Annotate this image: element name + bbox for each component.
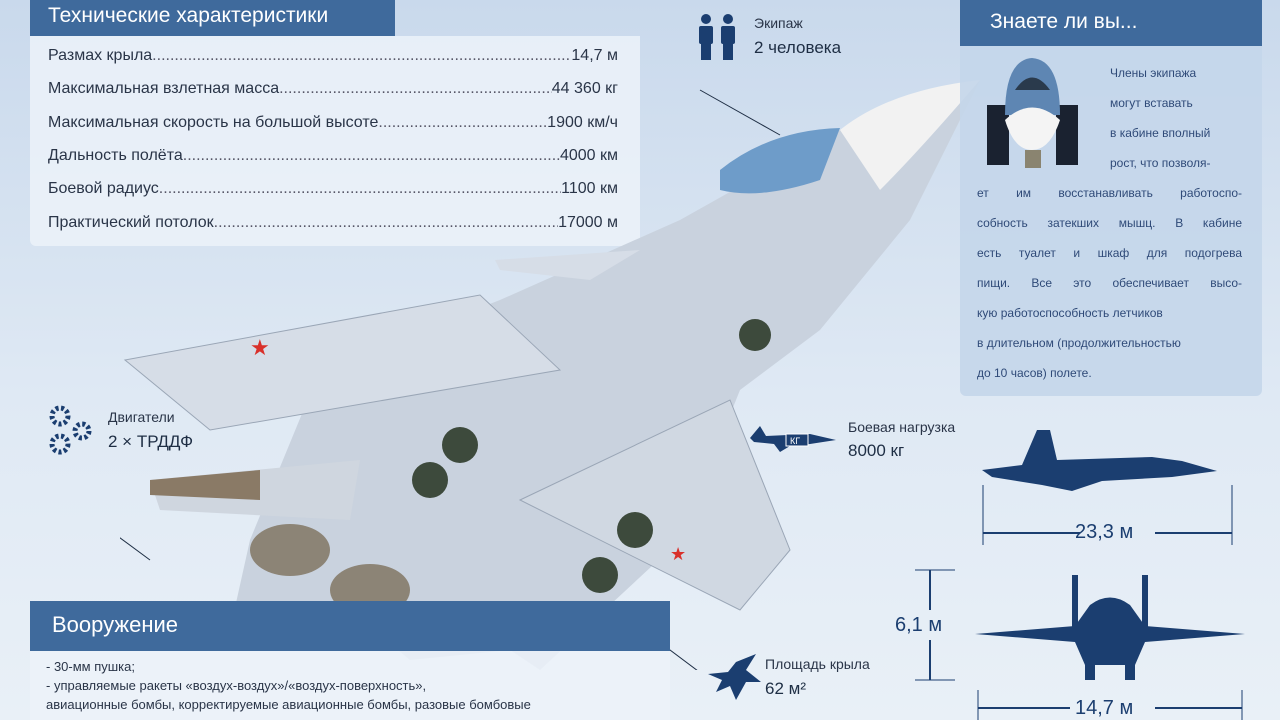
spec-row: Размах крыла 14,7 м: [48, 47, 618, 65]
spec-row: Максимальная скорость на большой высоте 1…: [48, 114, 618, 132]
spec-name: Практический потолок: [48, 214, 214, 231]
armament-line: авиационные бомбы, корректируемые авиаци…: [46, 697, 531, 712]
height-value: 6,1 м: [895, 614, 943, 636]
fact-line: собность затекших мышц. В кабине: [977, 216, 1242, 230]
spec-name: Максимальная скорость на большой высоте: [48, 114, 379, 131]
span-value: 14,7 м: [1075, 697, 1134, 719]
armament-header: Вооружение: [30, 601, 670, 651]
fact-line: ет им восстанавливать работоспо-: [977, 186, 1242, 200]
spec-row: Боевой радиус 1100 км: [48, 180, 618, 198]
fact-line: в кабине вполный: [1110, 126, 1211, 140]
specs-header: Технические характеристики: [30, 0, 395, 36]
wing-area-label: Площадь крыла: [765, 656, 870, 672]
spec-name: Размах крыла: [48, 47, 153, 64]
wing-area-value: 62 м²: [765, 679, 806, 698]
spec-value: 4000 км: [559, 147, 618, 164]
fact-line: до 10 часов) полете.: [977, 366, 1092, 380]
engines-value: 2 × ТРДДФ: [108, 432, 193, 451]
spec-value: 1900 км/ч: [547, 114, 618, 131]
fact-header: Знаете ли вы...: [960, 0, 1262, 46]
crew-value: 2 человека: [754, 38, 842, 57]
armament-panel: [30, 651, 670, 720]
payload-label: Боевая нагрузка: [848, 419, 956, 435]
svg-text:★: ★: [250, 335, 270, 360]
height-dimension-line: [915, 569, 955, 681]
spec-value: 14,7 м: [571, 47, 618, 64]
spec-name: Боевой радиус: [48, 180, 159, 197]
two-people-icon: [699, 14, 735, 60]
side-view-silhouette: [982, 430, 1217, 491]
fact-line: Члены экипажа: [1110, 66, 1197, 80]
gears-icon: [49, 405, 92, 455]
spec-row: Практический потолок 17000 м: [48, 214, 618, 232]
fact-line: могут вставать: [1110, 96, 1193, 110]
spec-name: Дальность полёта: [48, 147, 183, 164]
payload-value: 8000 кг: [848, 441, 905, 460]
spec-name: Максимальная взлетная масса: [48, 80, 280, 97]
spec-value: 44 360 кг: [551, 80, 618, 97]
front-view-silhouette: [975, 575, 1245, 680]
armament-line: - управляемые ракеты «воздух-воздух»/«во…: [46, 678, 427, 693]
armament-list: - 30-мм пушка; - управляемые ракеты «воз…: [46, 657, 531, 714]
cockpit-front-image: [987, 58, 1078, 168]
fact-line: в длительном (продолжительностью: [977, 336, 1181, 350]
fact-line: рост, что позволя-: [1110, 156, 1211, 170]
engines-label: Двигатели: [108, 409, 175, 425]
length-value: 23,3 м: [1075, 521, 1134, 543]
jet-kg-icon: КГ: [750, 426, 836, 452]
specs-panel: [30, 36, 640, 246]
jet-top-icon: [708, 654, 761, 700]
fact-line: пищи. Все это обеспечивает высо-: [977, 276, 1242, 290]
armament-line: - 30-мм пушка;: [46, 659, 136, 674]
crew-label: Экипаж: [754, 15, 803, 31]
spec-row: Дальность полёта 4000 км: [48, 147, 618, 165]
kg-badge: КГ: [790, 436, 800, 446]
spec-row: Максимальная взлетная масса 44 360 кг: [48, 80, 618, 98]
fact-line: кую работоспособность летчиков: [977, 306, 1163, 320]
span-dimension-line: [977, 690, 1243, 720]
svg-text:★: ★: [670, 544, 686, 564]
length-dimension-line: [982, 485, 1233, 545]
spec-value: 17000 м: [558, 214, 618, 231]
aircraft-illustration: ★ ★: [120, 80, 980, 670]
fact-line: есть туалет и шкаф для подогрева: [977, 246, 1242, 260]
spec-value: 1100 км: [561, 180, 618, 197]
